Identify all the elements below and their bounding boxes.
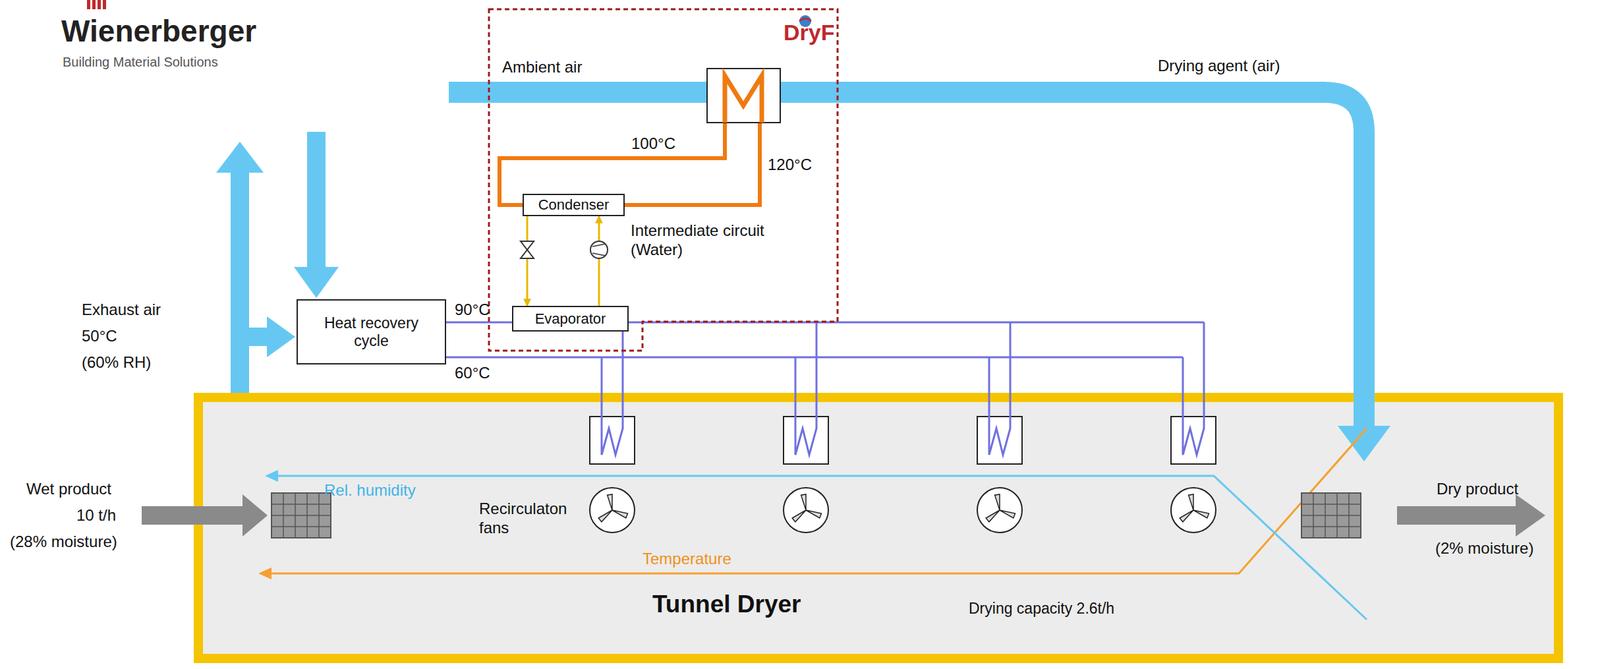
fan-blade [1193, 510, 1210, 518]
logo-mark [86, 0, 107, 10]
product-label: Wet product [26, 479, 112, 499]
supply-pipe [624, 122, 760, 205]
intermediate-circuit [499, 122, 760, 205]
evaporator-box: Evaporator [512, 305, 629, 332]
brick-holes [271, 492, 331, 538]
fan-housing [1171, 487, 1216, 533]
dry-product-arrow [1397, 494, 1546, 537]
brand-name: Wienerberger [61, 13, 257, 50]
flow-label: Exhaust air [81, 300, 161, 320]
temperature-line [270, 428, 1367, 574]
fan-blade [995, 494, 1000, 511]
logo-bar [102, 0, 107, 10]
condenser-box: Condenser [522, 193, 625, 217]
humidity-label: (60% RH) [81, 353, 151, 373]
dryf-logo: DryF [783, 19, 835, 46]
curve-label: Rel. humidity [324, 481, 416, 501]
flow-label: Drying agent (air) [1157, 56, 1280, 76]
exhaust-branch [247, 327, 269, 346]
logo-bar [97, 0, 101, 10]
humidity-head [264, 469, 279, 482]
ambient-air-arrow [307, 131, 326, 269]
moisture-label: (28% moisture) [9, 532, 118, 552]
heater-coil [1182, 322, 1204, 455]
drying-agent-duct [448, 92, 1391, 462]
temperature-label: 90°C [454, 300, 491, 320]
exhaust-branch-head [266, 316, 296, 358]
dashed-boundary [488, 9, 838, 351]
brick-holes [1301, 492, 1361, 538]
compressor [590, 241, 608, 259]
tunnel-dryer: Tunnel Dryer Drying capacity 2.6t/h [193, 392, 1564, 663]
humidity-curve [264, 469, 1367, 620]
fan-blade [1188, 494, 1194, 511]
fan-housing [783, 487, 829, 533]
dryer-housing [198, 397, 1559, 659]
moisture-label: (2% moisture) [1435, 539, 1534, 559]
fan-blade [1179, 510, 1194, 522]
brand-tagline: Building Material Solutions [62, 54, 219, 70]
fan-housing [589, 487, 635, 533]
temperature-head [258, 567, 272, 580]
brick [271, 492, 331, 538]
box-label: Heat recovery cycle [312, 314, 431, 350]
heater-coil [989, 322, 1011, 455]
return-pipe [499, 122, 725, 205]
temperature-curve [258, 428, 1367, 580]
temperature-label: 50°C [81, 326, 118, 346]
fan-blade [607, 494, 613, 511]
fan-blade [985, 510, 1000, 522]
compressor-symbol [590, 241, 608, 259]
box-label: Evaporator [535, 310, 607, 327]
air-duct [448, 92, 1365, 429]
pipe-connector [446, 321, 513, 324]
fan-housing [977, 487, 1023, 533]
dryer-title: Tunnel Dryer [652, 590, 801, 619]
exhaust-arrow [230, 171, 250, 393]
brick-dry [1301, 492, 1361, 538]
dryer-capacity: Drying capacity 2.6t/h [968, 599, 1115, 617]
product-label: Dry product [1436, 479, 1519, 499]
component-label: Recirculaton fans [479, 499, 578, 538]
wet-product-arrow [141, 494, 268, 537]
cool-water-line [446, 356, 1183, 359]
fan-blade [792, 510, 806, 522]
valve-symbol [520, 241, 534, 259]
mass-flow: 10 t/h [76, 506, 116, 526]
refrigerant-arrow [526, 216, 529, 306]
ambient-air-head [293, 266, 339, 298]
flow-label: Ambient air [502, 57, 582, 78]
recirculation-units [589, 322, 1216, 533]
brick [1301, 492, 1361, 538]
fan-blade [999, 510, 1016, 518]
box-label: Condenser [538, 196, 610, 213]
fan-blade [612, 510, 629, 518]
temperature-label: 60°C [454, 363, 491, 383]
temperature-label: 120°C [767, 155, 812, 175]
fan-blade [598, 510, 613, 522]
heater-coil [601, 322, 623, 455]
circuit-label: Intermediate circuit (Water) [630, 221, 789, 260]
compressor-lines [592, 243, 606, 256]
heater-coil [795, 322, 817, 455]
brick-wet [271, 492, 331, 538]
temperature-label: 100°C [631, 134, 676, 154]
logo-bar [92, 0, 96, 10]
refrigerant-arrow [598, 216, 601, 306]
exchanger-coil [724, 75, 762, 123]
heat-recovery-box: Heat recovery cycle [296, 299, 447, 365]
logo-bar [86, 0, 91, 10]
curve-label: Temperature [642, 549, 732, 569]
fan-blade [801, 494, 806, 511]
expansion-valve [520, 241, 534, 259]
humidity-line [276, 475, 1367, 620]
exhaust-head [216, 141, 264, 173]
heat-exchanger [707, 68, 781, 123]
fan-blade [805, 510, 822, 518]
exchanger-box [707, 68, 781, 123]
